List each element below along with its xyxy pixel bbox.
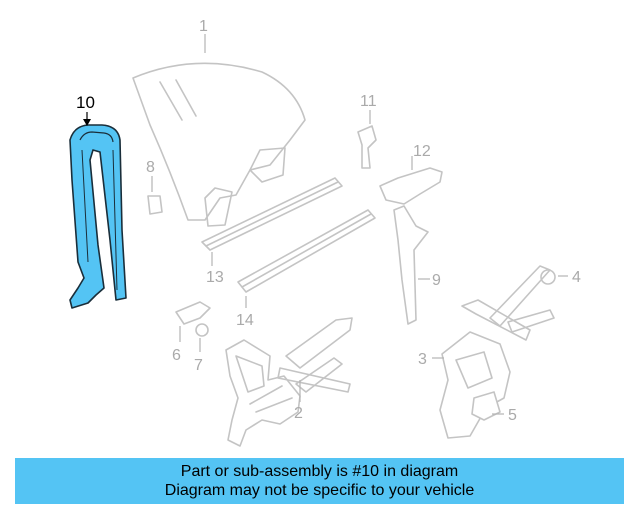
part-8-clip [147,195,163,215]
callout-7: 7 [194,357,203,374]
callout-9: 9 [432,272,441,289]
part-12-stopper [379,167,443,205]
info-banner: Part or sub-assembly is #10 in diagram D… [15,458,624,504]
part-2-regulator [225,317,353,447]
part-7-bolt [195,323,209,337]
parts-diagram: 1 10 11 12 8 13 14 9 [69,18,581,447]
banner-line-1: Part or sub-assembly is #10 in diagram [180,463,459,480]
part-5-motor [471,391,501,421]
callout-3: 3 [418,351,427,368]
callout-13: 13 [206,269,224,286]
callout-2: 2 [294,405,303,422]
callout-6: 6 [172,347,181,364]
part-9-guide-rail [393,205,429,325]
callout-14: 14 [236,312,254,329]
callout-12: 12 [413,143,431,160]
part-6-clip [175,301,211,325]
part-13-weatherstrip [201,177,343,251]
part-10-run-channel [69,124,127,309]
banner-line-2: Diagram may not be specific to your vehi… [164,482,475,499]
part-11-bracket [357,125,377,169]
part-14-weatherstrip [237,209,376,293]
leader-10-arrow [83,119,91,126]
callout-8: 8 [146,159,155,176]
callout-11: 11 [360,93,377,110]
callout-5: 5 [508,407,517,424]
callout-1: 1 [199,18,208,35]
part-1-door-glass [132,62,306,227]
callout-10: 10 [76,93,95,112]
callout-4: 4 [572,269,581,286]
